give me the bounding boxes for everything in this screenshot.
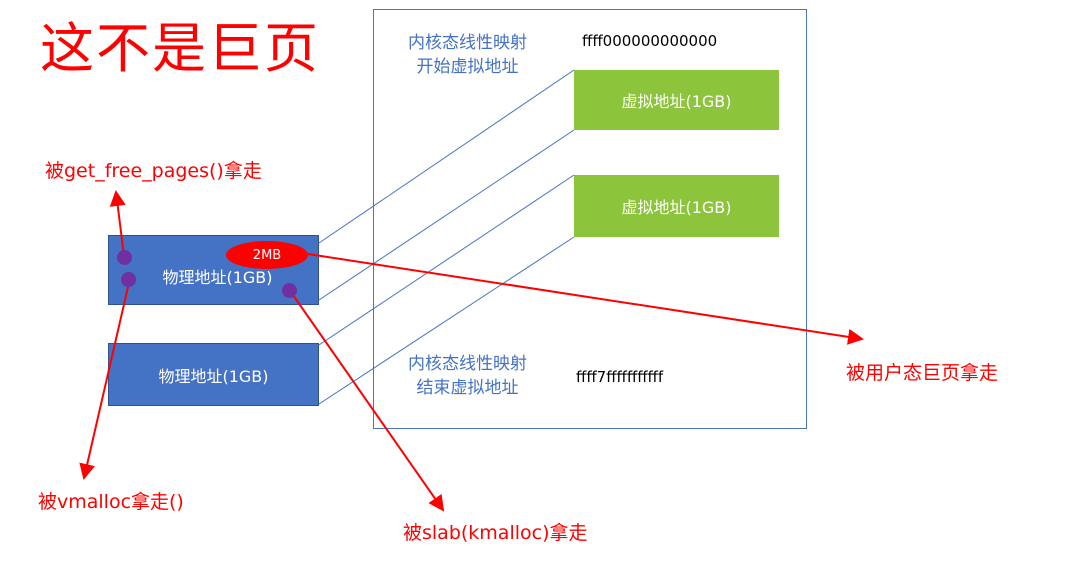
get-free-pages-arrow	[109, 190, 126, 257]
vmalloc-arrow	[79, 286, 129, 480]
linear-map-start-label: 内核态线性映射 开始虚拟地址	[408, 31, 527, 79]
slab-arrow	[292, 294, 445, 512]
allocated-page-dot	[282, 283, 297, 298]
vmalloc-label: 被vmalloc拿走()	[38, 491, 184, 513]
slab-label: 被slab(kmalloc)拿走	[403, 522, 588, 544]
get-free-pages-label: 被get_free_pages()拿走	[45, 160, 262, 182]
allocated-page-dot	[121, 272, 136, 287]
hugepage-2mb-badge: 2MB	[226, 241, 308, 269]
mapping-line	[318, 129, 575, 301]
mapping-line	[318, 174, 575, 346]
mapping-line	[318, 236, 575, 405]
page-title: 这不是巨页	[40, 17, 320, 80]
end-virtual-address: ffff7fffffffffff	[576, 368, 664, 386]
physical-block-1-label: 物理地址(1GB)	[162, 268, 273, 287]
user-hugepage-arrow	[307, 253, 864, 345]
start-label-line-1: 内核态线性映射	[408, 33, 527, 53]
linear-map-end-label: 内核态线性映射 结束虚拟地址	[408, 352, 527, 400]
kernel-virtual-address-space	[373, 9, 807, 429]
virtual-block-2: 虚拟地址(1GB)	[574, 175, 779, 237]
user-hugepage-label: 被用户态巨页拿走	[846, 362, 999, 384]
physical-block-2: 物理地址(1GB)	[108, 343, 319, 406]
end-label-line-1: 内核态线性映射	[408, 354, 527, 374]
mapping-line	[318, 69, 575, 244]
start-virtual-address: ffff000000000000	[582, 32, 718, 50]
virtual-block-1: 虚拟地址(1GB)	[574, 70, 779, 130]
start-label-line-2: 开始虚拟地址	[416, 57, 519, 77]
end-label-line-2: 结束虚拟地址	[416, 378, 519, 398]
allocated-page-dot	[117, 250, 132, 265]
